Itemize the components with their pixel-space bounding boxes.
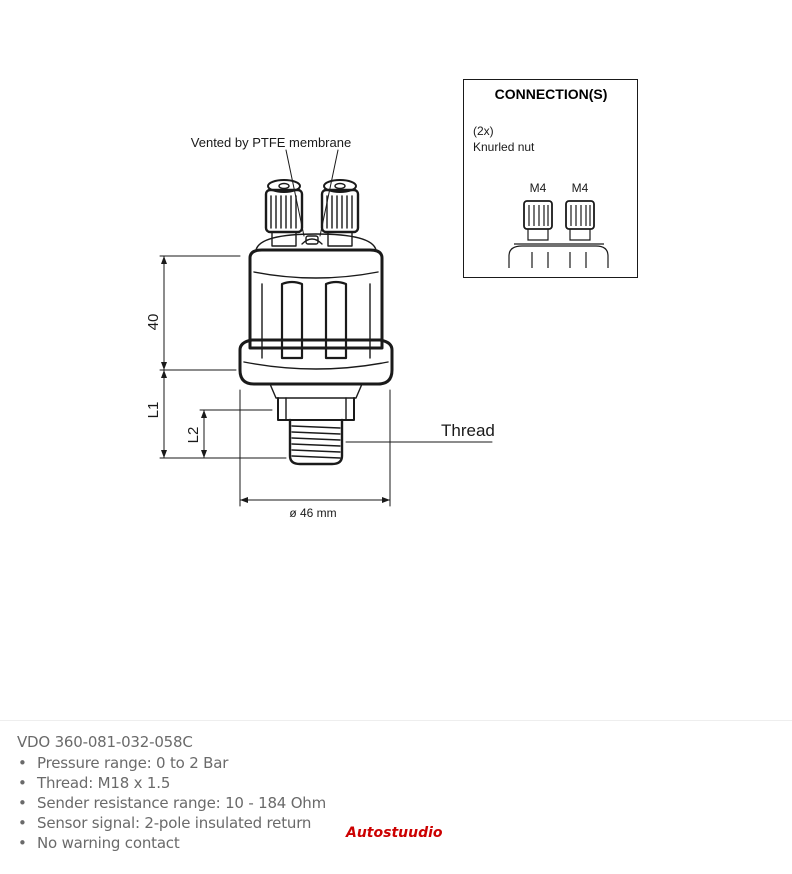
bullet-icon: •: [18, 754, 27, 772]
l1-dimension-label: L1: [145, 402, 162, 419]
terminal-right: [320, 179, 360, 247]
sensor-body: [238, 233, 394, 466]
bullet-icon: •: [18, 834, 27, 852]
product-title: VDO 360-081-032-058C: [17, 733, 193, 751]
bullet-icon: •: [18, 814, 27, 832]
connection-type: Knurled nut: [473, 140, 535, 154]
spec-list: • Pressure range: 0 to 2 Bar • Thread: M18…: [17, 753, 326, 853]
terminal-right-label: M4: [572, 181, 589, 195]
dimension-arrows: [161, 256, 390, 503]
bullet-icon: •: [18, 774, 27, 792]
membrane-label: Vented by PTFE membrane: [191, 135, 351, 150]
spec-sensor-signal: Sensor signal: 2-pole insulated return: [37, 814, 312, 832]
terminal-left-label: M4: [530, 181, 547, 195]
list-item: • Sensor signal: 2-pole insulated return: [17, 813, 326, 833]
connection-box: CONNECTION(S) (2x) Knurled nut M4 M4: [463, 79, 638, 278]
terminal-left: [264, 179, 304, 247]
connection-count: (2x): [473, 124, 494, 138]
l2-dimension-label: L2: [185, 427, 202, 444]
list-item: • Sender resistance range: 10 - 184 Ohm: [17, 793, 326, 813]
spec-thread: Thread: M18 x 1.5: [37, 774, 171, 792]
list-item: • Pressure range: 0 to 2 Bar: [17, 753, 326, 773]
technical-drawing: Vented by PTFE membrane 40 L1 L2 Thread …: [145, 79, 638, 520]
knurled-nut-icons: [508, 200, 609, 268]
spec-warning-contact: No warning contact: [37, 834, 180, 852]
thread-label: Thread: [441, 421, 495, 440]
height-dimension-label: 40: [145, 314, 162, 331]
product-info-panel: VDO 360-081-032-058C • Pressure range: 0 …: [0, 720, 792, 874]
vent-membrane: [285, 149, 339, 245]
diameter-label: ø 46 mm: [289, 506, 336, 520]
list-item: • No warning contact: [17, 833, 326, 853]
list-item: • Thread: M18 x 1.5: [17, 773, 326, 793]
connection-title: CONNECTION(S): [495, 86, 608, 102]
bullet-icon: •: [18, 794, 27, 812]
watermark-text: Autostuudio: [346, 825, 443, 841]
spec-resistance-range: Sender resistance range: 10 - 184 Ohm: [37, 794, 327, 812]
spec-pressure-range: Pressure range: 0 to 2 Bar: [37, 754, 229, 772]
